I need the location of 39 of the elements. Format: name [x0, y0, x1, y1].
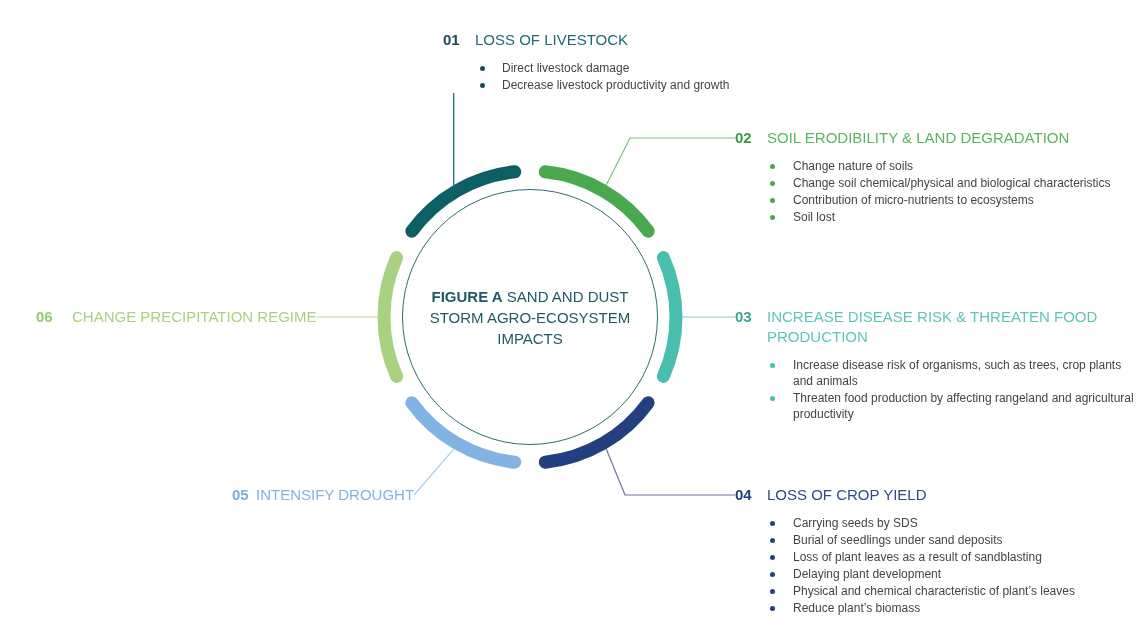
- bullet-text: Increase disease risk of organisms, such as trees, crop plants and animals: [793, 357, 1123, 389]
- ring-segment: [538, 165, 655, 238]
- heading-text: INTENSIFY DROUGHT: [256, 485, 415, 505]
- bullet-text: Change soil chemical/physical and biological characteristics: [793, 175, 1111, 191]
- number-label: 02: [735, 128, 753, 148]
- ring-segment: [405, 165, 522, 238]
- ring-segment: [377, 251, 404, 383]
- leader-line: [413, 448, 455, 496]
- bullet-text: Direct livestock damage: [502, 60, 630, 76]
- ring-segment: [656, 251, 683, 383]
- leader-line: [681, 316, 736, 318]
- heading-text: SOIL ERODIBILITY & LAND DEGRADATION: [767, 128, 1071, 148]
- bullet-text: Physical and chemical characteristic of plant’s leaves: [793, 583, 1075, 599]
- bullet-text: Reduce plant’s biomass: [793, 600, 921, 616]
- heading-text: CHANGE PRECIPITATION REGIME: [72, 307, 317, 327]
- bullet-text: Loss of plant leaves as a result of sandblasting: [793, 549, 1042, 565]
- bullet-text: Delaying plant development: [793, 566, 942, 582]
- leader-line: [605, 448, 736, 496]
- number-label: 05: [232, 485, 250, 505]
- leader-line: [453, 92, 455, 186]
- number-label: 04: [735, 485, 753, 505]
- leader-line: [315, 316, 379, 318]
- leader-line: [605, 137, 736, 186]
- bullet-text: Carrying seeds by SDS: [793, 515, 918, 531]
- number-label: 01: [443, 30, 461, 50]
- ring-segment: [538, 396, 655, 469]
- ring-segment: [405, 396, 522, 469]
- number-label: 06: [36, 307, 54, 327]
- bullet-text: Change nature of soils: [793, 158, 914, 174]
- bullet-text: Contribution of micro-nutrients to ecosystems: [793, 192, 1034, 208]
- bullet-text: Threaten food production by affecting rangeland and agricultural productivity: [793, 390, 1135, 422]
- bullet-text: Decrease livestock productivity and growth: [502, 77, 730, 93]
- heading-text: LOSS OF CROP YIELD: [767, 485, 928, 505]
- bullet-text: Soil lost: [793, 209, 836, 225]
- heading-text: INCREASE DISEASE RISK & THREATEN FOOD PRODUCTION: [767, 307, 1099, 347]
- heading-text: LOSS OF LIVESTOCK: [475, 30, 630, 50]
- center-title: FIGURE A SAND AND DUST STORM AGRO-ECOSYSTEM IMPACTS: [428, 286, 632, 349]
- number-label: 03: [735, 307, 753, 327]
- bullet-text: Burial of seedlings under sand deposits: [793, 532, 1003, 548]
